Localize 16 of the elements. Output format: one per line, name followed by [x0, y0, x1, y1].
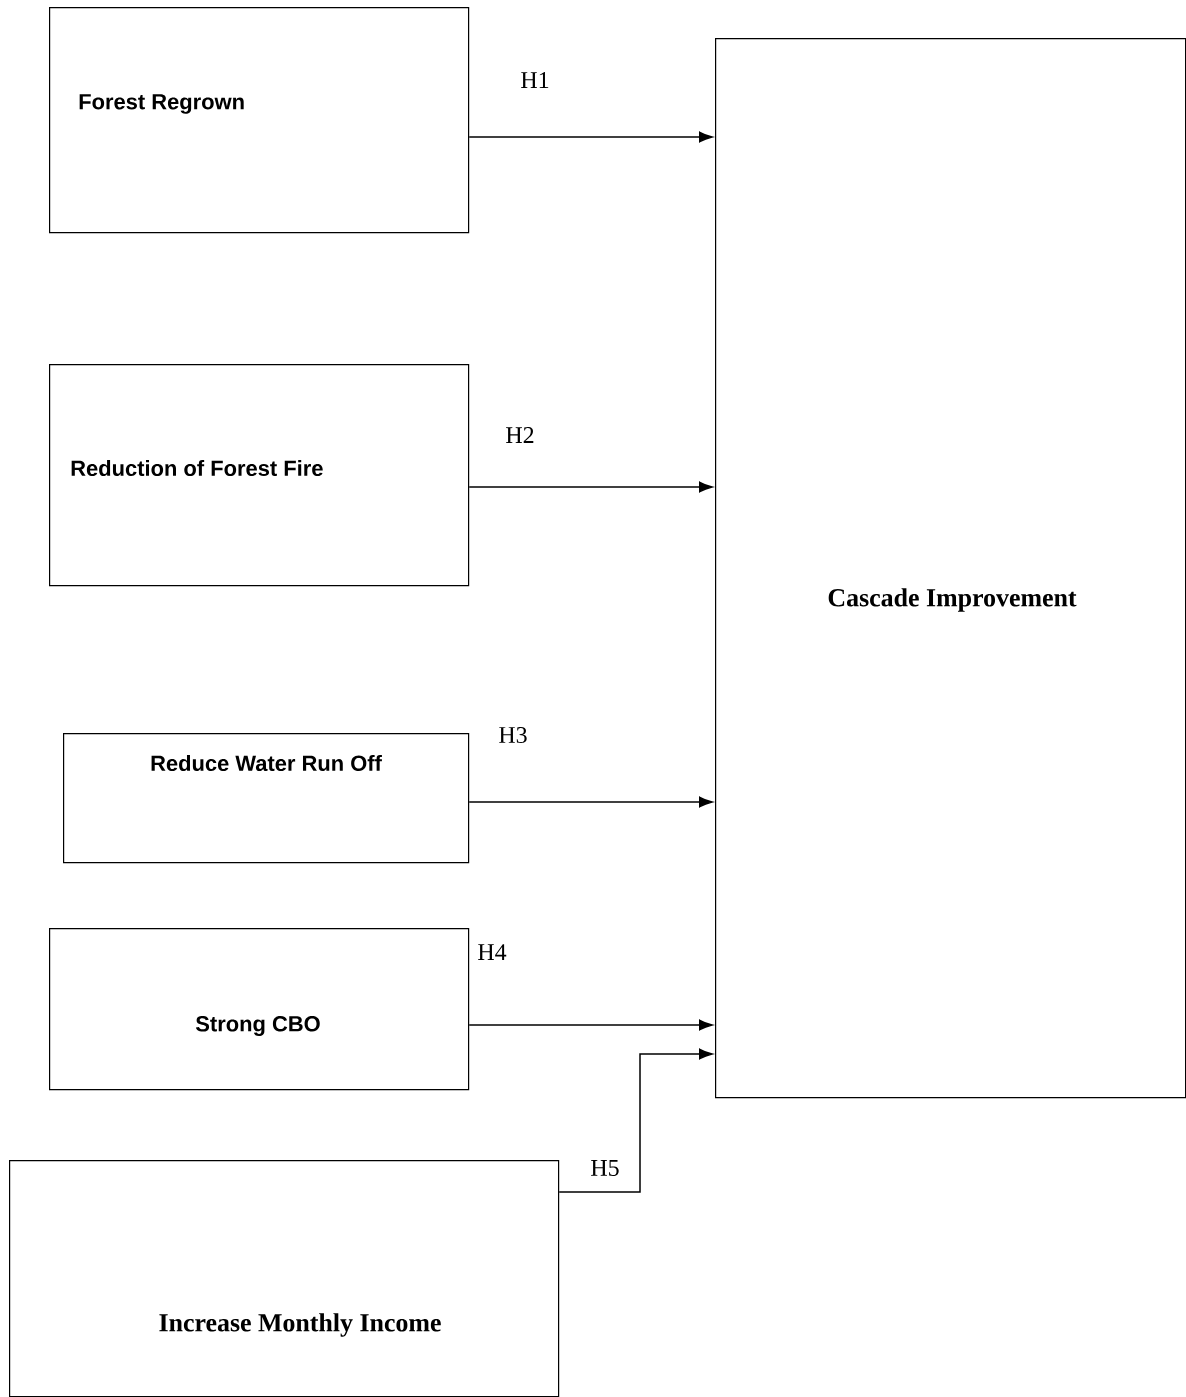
arrow [558, 1048, 713, 1193]
edge-label: H1 [521, 72, 549, 88]
edge-label: H3 [499, 727, 527, 744]
process-box: Cascade Improvement [715, 38, 1186, 1099]
process-box: Increase Monthly Income [9, 1160, 560, 1397]
edge-label: H5 [591, 1160, 619, 1176]
edge-label: H2 [506, 427, 534, 443]
process-box: Reduce Water Run Off [63, 733, 470, 864]
arrow [468, 131, 713, 143]
process-box: Reduction of Forest Fire [49, 364, 470, 587]
arrow [468, 1019, 713, 1031]
process-box: Strong CBO [49, 928, 470, 1091]
arrow [468, 481, 713, 493]
process-box: Forest Regrown [49, 7, 470, 234]
edge-label: H4 [478, 944, 507, 960]
arrow [468, 796, 713, 808]
